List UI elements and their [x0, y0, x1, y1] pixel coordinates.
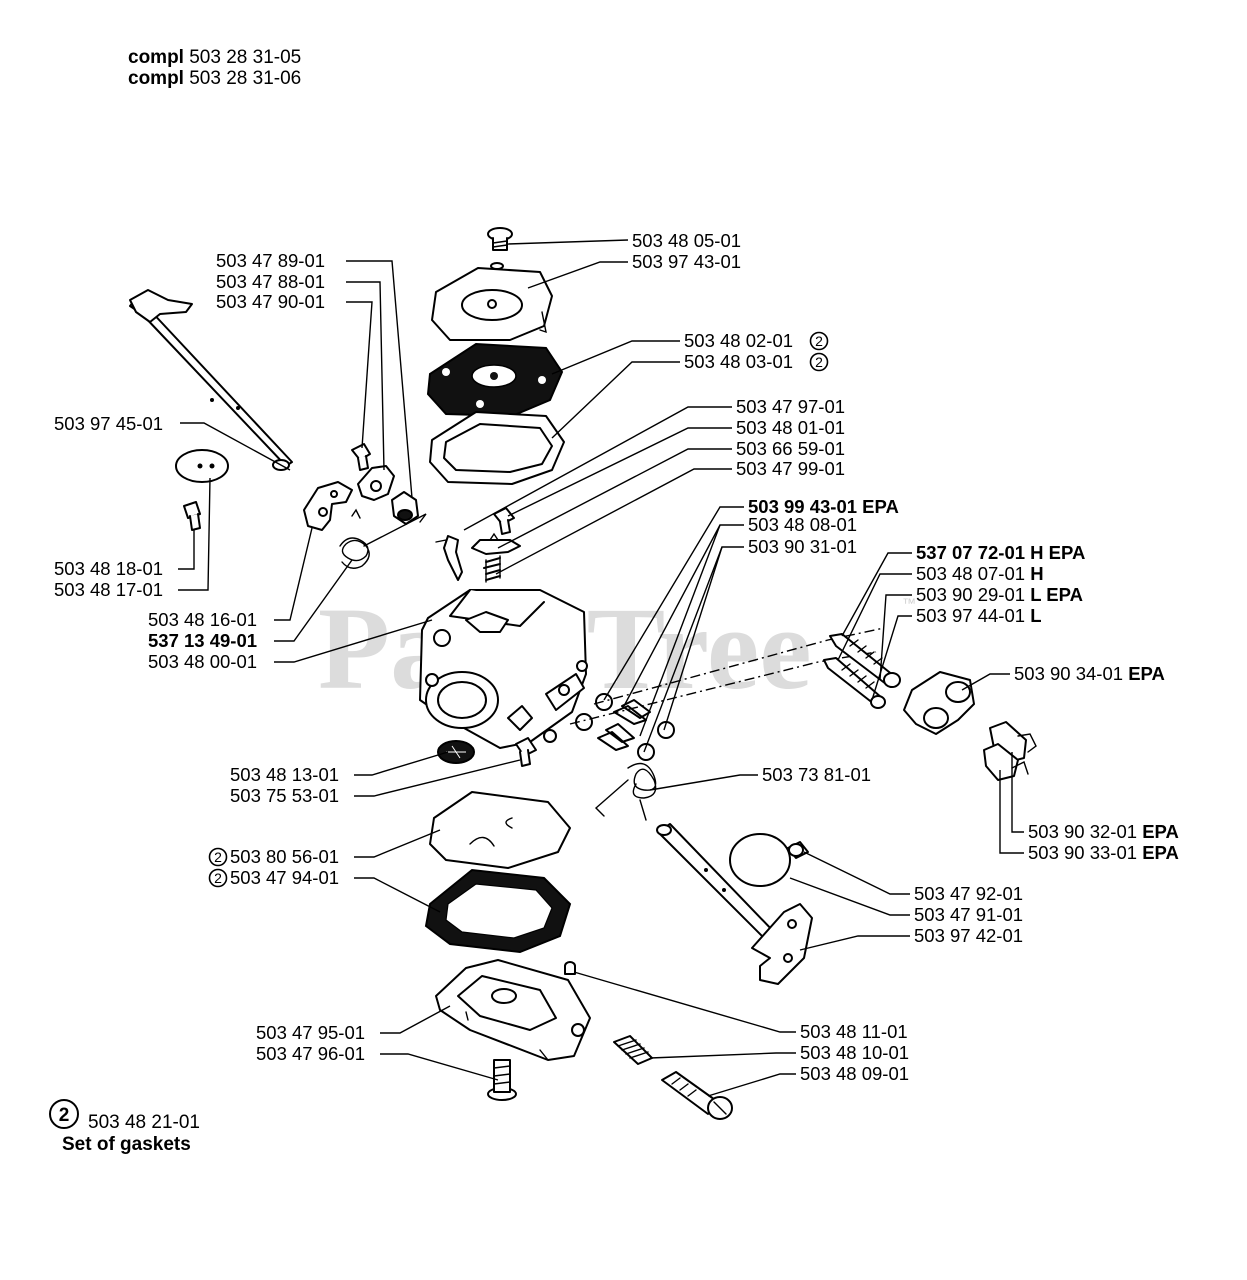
callout-c8: 503 47 99-01	[736, 458, 845, 479]
bottom-screw	[487, 1059, 517, 1101]
gasket-marker-c3: 2	[809, 331, 829, 351]
callout-c12: 503 97 45-01	[54, 413, 163, 434]
bushing	[391, 491, 419, 525]
callout-c15: 503 48 16-01	[148, 609, 257, 630]
callout-c29: 503 48 13-01	[230, 764, 339, 785]
callout-c37: 503 47 96-01	[256, 1043, 365, 1064]
callout-c1: 503 48 05-01	[632, 230, 741, 251]
callout-c6: 503 48 01-01	[736, 417, 845, 438]
filter-screen	[437, 740, 475, 764]
inlet-lever	[471, 532, 521, 555]
callout-labels: 503 48 05-01 503 97 43-01 503 48 02-01 2…	[54, 230, 1179, 1084]
pump-diaphragm	[426, 342, 564, 418]
callout-c5: 503 47 97-01	[736, 396, 845, 417]
choke-valve-screw	[787, 841, 809, 859]
callout-c32: 503 47 94-01	[230, 867, 339, 888]
callout-c7: 503 66 59-01	[736, 438, 845, 459]
svg-text:2: 2	[815, 354, 823, 370]
choke-valve	[729, 833, 791, 887]
inlet-spring	[483, 555, 501, 583]
cover-screw-small	[515, 737, 537, 767]
svg-text:2: 2	[59, 1105, 70, 1126]
svg-text:2: 2	[815, 333, 823, 349]
metering-gasket	[424, 868, 572, 954]
callout-c40: 503 48 09-01	[800, 1063, 909, 1084]
callout-c17: 503 48 00-01	[148, 651, 257, 672]
inlet-needle	[435, 535, 463, 581]
throttle-shaft	[129, 289, 293, 471]
gasket-marker-c32: 2	[208, 868, 228, 888]
callout-c38: 503 48 11-01	[800, 1021, 908, 1042]
callout-c35: 503 97 42-01	[914, 925, 1023, 946]
callout-c23: 503 90 29-01 L EPA	[916, 584, 1083, 605]
needle-springs	[597, 699, 651, 751]
svg-text:2: 2	[214, 870, 222, 886]
footnote-marker	[49, 1099, 79, 1129]
callout-c36: 503 47 95-01	[256, 1022, 365, 1043]
cover-screw	[487, 227, 513, 251]
callout-c24: 503 97 44-01 L	[916, 605, 1042, 626]
svg-text:2: 2	[214, 849, 222, 865]
callout-c28: 503 90 33-01 EPA	[1028, 842, 1179, 863]
callout-c3: 503 48 02-01	[684, 330, 793, 351]
inlet-lever-screw	[493, 507, 515, 535]
callout-c9: 503 47 89-01	[216, 250, 325, 271]
idle-spring	[613, 1035, 653, 1065]
part-drawings	[129, 227, 1037, 1120]
callout-c34: 503 47 91-01	[914, 904, 1023, 925]
callout-c21: 537 07 72-01 H EPA	[916, 542, 1085, 563]
lever-arm	[357, 465, 395, 501]
callout-c16: 537 13 49-01	[148, 630, 257, 651]
leader-lines	[178, 239, 1024, 1097]
callout-c14: 503 48 17-01	[54, 579, 163, 600]
header-line-2: compl 503 28 31-06	[128, 68, 301, 89]
carburetor-body	[419, 589, 588, 749]
throttle-spring	[339, 508, 427, 569]
high-speed-needle	[829, 633, 901, 688]
low-speed-needle	[823, 657, 886, 709]
cover-pin	[564, 961, 576, 975]
callout-c11: 503 47 90-01	[216, 291, 325, 312]
header-line-1: compl 503 28 31-05	[128, 47, 301, 68]
callout-c18: 503 99 43-01 EPA	[748, 496, 899, 517]
gasket-marker-c31: 2	[208, 847, 228, 867]
limiter-caps	[983, 721, 1037, 781]
callout-c33: 503 47 92-01	[914, 883, 1023, 904]
valve-screw	[183, 501, 201, 531]
footnote: 2 503 48 21-01 Set of gaskets	[49, 1099, 200, 1155]
idle-screw	[661, 1071, 733, 1120]
callout-c20: 503 90 31-01	[748, 536, 857, 557]
metering-diaphragm	[429, 791, 571, 869]
pump-cover	[431, 267, 553, 341]
footnote-number: 503 48 21-01	[88, 1112, 200, 1133]
callout-c26: 503 73 81-01	[762, 764, 871, 785]
footnote-description: Set of gaskets	[62, 1134, 191, 1155]
axis-high-needle	[593, 627, 885, 705]
callout-c4: 503 48 03-01	[684, 351, 793, 372]
lever-screw	[351, 443, 371, 471]
callout-c31: 503 80 56-01	[230, 846, 339, 867]
throttle-lever	[303, 481, 353, 531]
callout-c19: 503 48 08-01	[748, 514, 857, 535]
callout-c30: 503 75 53-01	[230, 785, 339, 806]
callout-c27: 503 90 32-01 EPA	[1028, 821, 1179, 842]
choke-lever	[751, 903, 813, 985]
callout-c25: 503 90 34-01 EPA	[1014, 663, 1165, 684]
callout-c13: 503 48 18-01	[54, 558, 163, 579]
limiter-cap-holder	[903, 671, 975, 735]
callout-c2: 503 97 43-01	[632, 251, 741, 272]
metering-cover	[435, 959, 591, 1061]
callout-c10: 503 47 88-01	[216, 271, 325, 292]
callout-c22: 503 48 07-01 H	[916, 563, 1044, 584]
callout-c39: 503 48 10-01	[800, 1042, 909, 1063]
choke-spring	[594, 762, 657, 821]
throttle-valve	[175, 449, 229, 483]
watermark-tm: ™	[902, 595, 916, 611]
gasket-marker-c4: 2	[809, 352, 829, 372]
pump-gasket	[429, 411, 565, 485]
